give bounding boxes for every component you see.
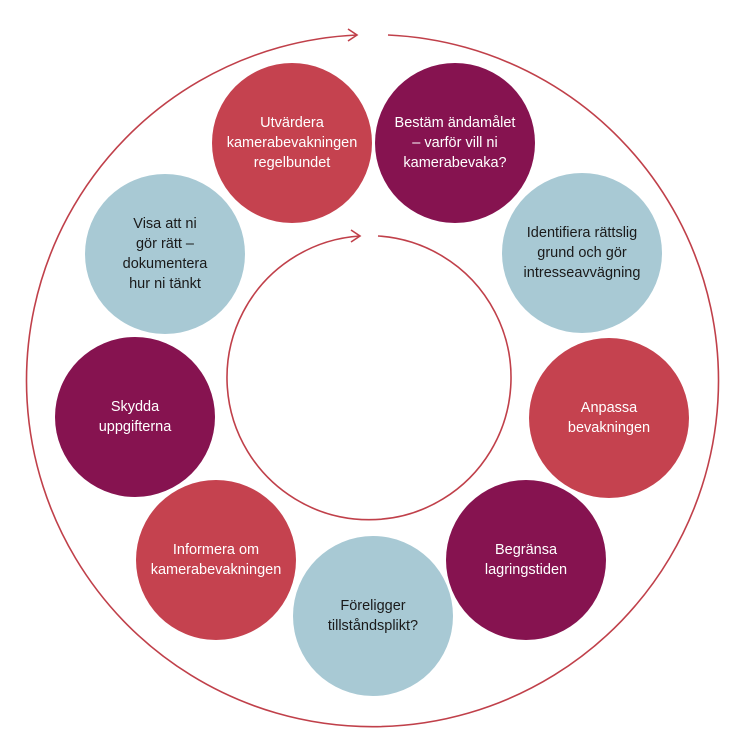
- step-label: Skydda uppgifterna: [98, 399, 172, 435]
- step-label: Visa att ni gör rätt – dokumentera hur n…: [122, 216, 208, 292]
- step-label: Anpassa bevakningen: [567, 400, 651, 436]
- inner-arrowhead-icon: [350, 229, 362, 243]
- step-circle-legal-basis: Identifiera rättslig grund och gör intre…: [502, 173, 662, 333]
- step-circle-protect-data: Skydda uppgifterna: [55, 337, 215, 497]
- outer-cycle-arrow: [25, 34, 720, 728]
- step-circle-purpose: Bestäm ändamålet – varför vill ni kamera…: [375, 63, 535, 223]
- step-label: Föreligger tillståndsplikt?: [327, 598, 419, 634]
- step-circle-inform: Informera om kamerabevakningen: [136, 480, 296, 640]
- step-label: Begränsa lagringstiden: [484, 542, 568, 578]
- step-circle-evaluate: Utvärdera kamerabevakningen regelbundet: [212, 63, 372, 223]
- step-circle-adapt-surveillance: Anpassa bevakningen: [529, 338, 689, 498]
- step-label: Bestäm ändamålet – varför vill ni kamera…: [394, 115, 516, 171]
- step-circle-permit-requirement: Föreligger tillståndsplikt?: [293, 536, 453, 696]
- outer-arrowhead-icon: [347, 28, 359, 42]
- step-circle-document: Visa att ni gör rätt – dokumentera hur n…: [85, 174, 245, 334]
- step-label: Informera om kamerabevakningen: [150, 542, 282, 578]
- step-label: Utvärdera kamerabevakningen regelbundet: [226, 115, 358, 171]
- step-label: Identifiera rättslig grund och gör intre…: [523, 225, 641, 281]
- inner-cycle-arrow: [226, 235, 512, 521]
- step-circle-limit-storage: Begränsa lagringstiden: [446, 480, 606, 640]
